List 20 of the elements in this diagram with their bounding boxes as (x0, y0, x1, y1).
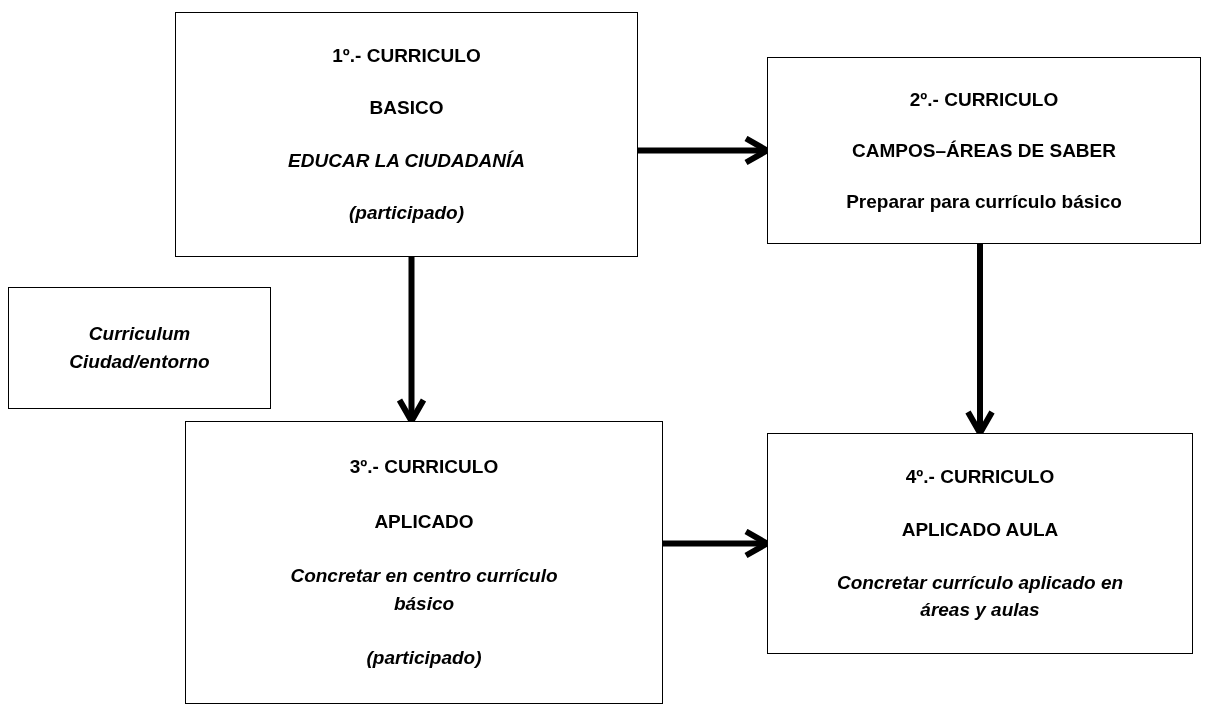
box-text: (participado) (348, 201, 465, 226)
box-text: Curriculum Ciudad/entorno (68, 322, 211, 374)
process-box (175, 12, 638, 257)
process-box (8, 287, 271, 409)
box-text: (participado) (366, 646, 482, 671)
box-heading: 1º.- CURRICULO (332, 43, 481, 68)
box-text: APLICADO (374, 509, 474, 534)
box-text: Preparar para currículo básico (846, 189, 1122, 214)
box-text: Concretar currículo aplicado en áreas y aulas (835, 570, 1125, 623)
box-heading: 3º.- CURRICULO (349, 455, 499, 480)
box-heading: 4º.- CURRICULO (905, 465, 1055, 490)
box-heading: 2º.- CURRICULO (909, 87, 1059, 112)
box-text: EDUCAR LA CIUDADANÍA (288, 148, 525, 173)
box-text: APLICADO AULA (901, 517, 1059, 542)
box-text: BASICO (369, 96, 444, 121)
box-text: Concretar en centro currículo básico (289, 564, 559, 616)
process-box (767, 433, 1193, 654)
process-box (185, 421, 663, 704)
box-text: CAMPOS–ÁREAS DE SABER (852, 138, 1116, 163)
process-box (767, 57, 1201, 244)
